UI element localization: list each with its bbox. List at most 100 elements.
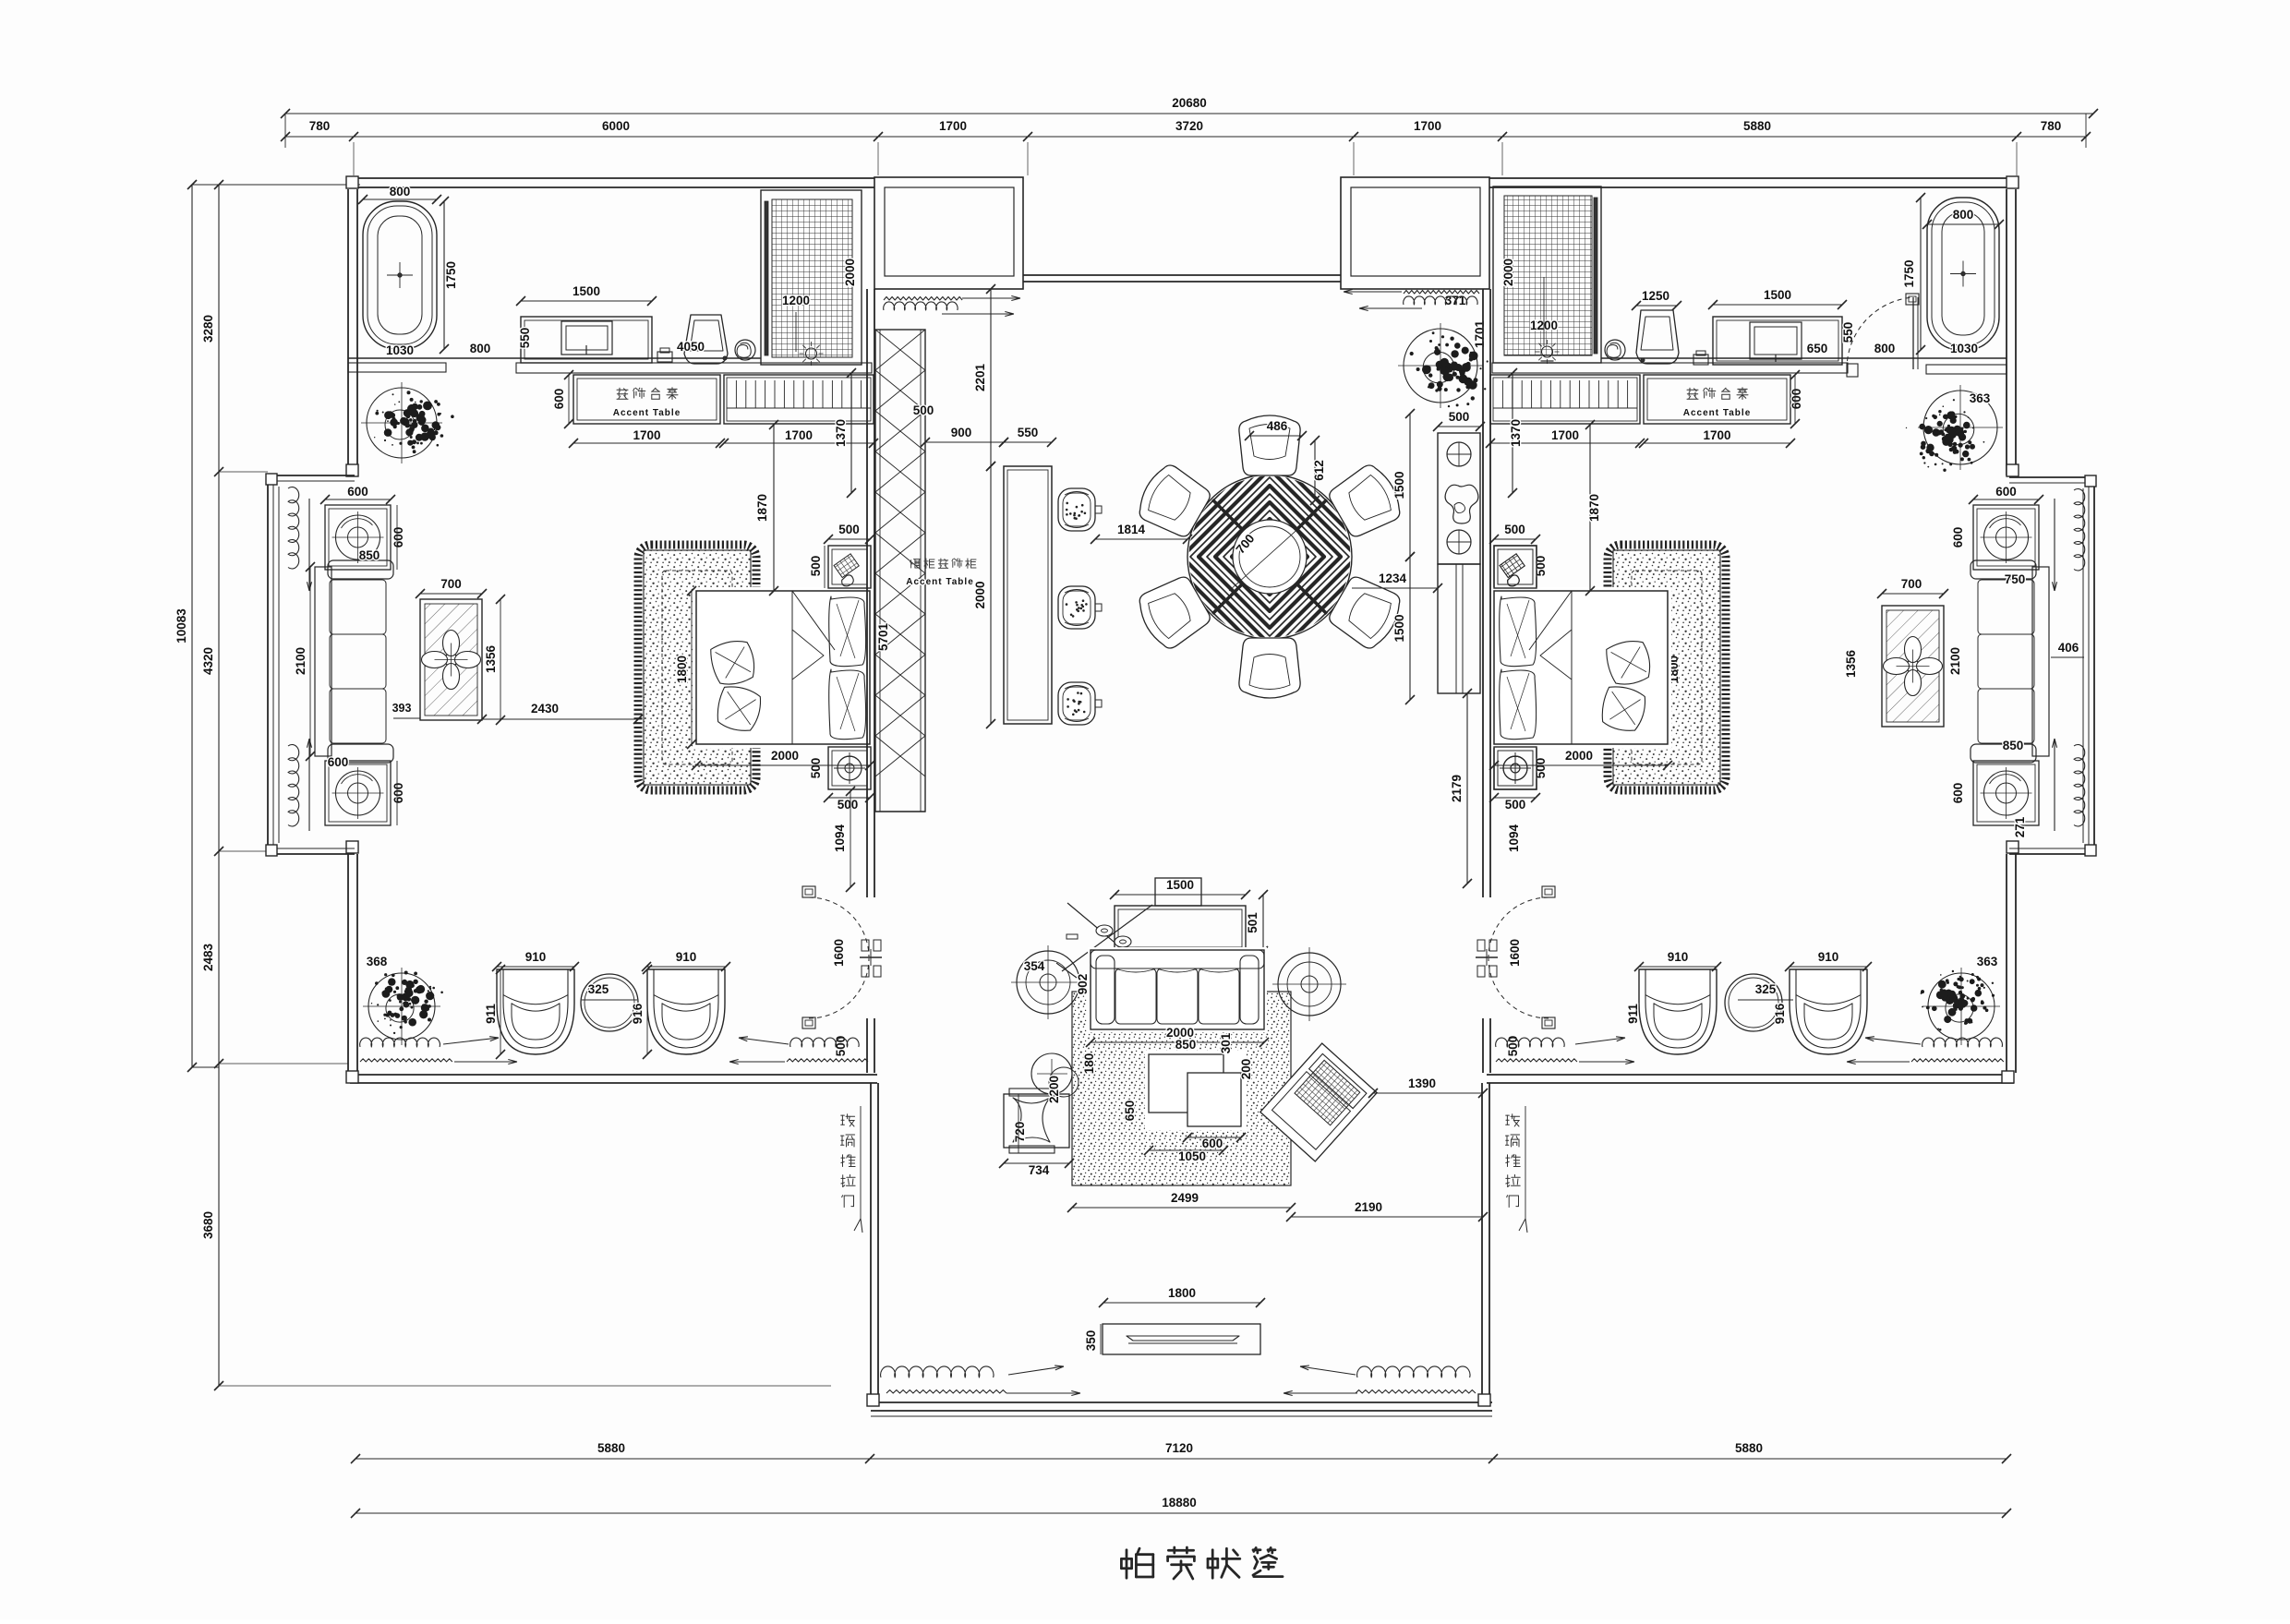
svg-text:368: 368 bbox=[367, 955, 388, 968]
svg-text:393: 393 bbox=[392, 702, 412, 715]
svg-text:902: 902 bbox=[1076, 974, 1090, 995]
svg-text:910: 910 bbox=[1818, 950, 1839, 964]
svg-text:2000: 2000 bbox=[1166, 1026, 1194, 1040]
svg-text:2000: 2000 bbox=[973, 581, 987, 608]
svg-text:363: 363 bbox=[1970, 391, 1991, 405]
svg-text:850: 850 bbox=[359, 548, 380, 562]
svg-text:900: 900 bbox=[951, 426, 972, 439]
svg-text:800: 800 bbox=[470, 342, 491, 355]
svg-text:550: 550 bbox=[1841, 322, 1855, 343]
svg-text:4050: 4050 bbox=[677, 340, 705, 354]
svg-text:2000: 2000 bbox=[771, 749, 799, 763]
svg-text:1700: 1700 bbox=[939, 119, 967, 133]
svg-text:1500: 1500 bbox=[572, 284, 600, 298]
svg-text:Accent Table: Accent Table bbox=[1683, 408, 1752, 418]
svg-text:1370: 1370 bbox=[1509, 419, 1523, 447]
svg-text:5880: 5880 bbox=[597, 1441, 625, 1455]
svg-text:650: 650 bbox=[1123, 1101, 1137, 1122]
svg-text:363: 363 bbox=[1977, 955, 1998, 968]
svg-text:2100: 2100 bbox=[1948, 647, 1962, 675]
svg-text:500: 500 bbox=[838, 798, 859, 812]
svg-text:5701: 5701 bbox=[876, 622, 890, 651]
svg-text:5880: 5880 bbox=[1735, 1441, 1763, 1455]
svg-text:1390: 1390 bbox=[1408, 1077, 1436, 1090]
svg-text:650: 650 bbox=[1807, 342, 1828, 355]
svg-text:500: 500 bbox=[809, 556, 823, 577]
svg-text:800: 800 bbox=[1953, 208, 1974, 222]
svg-text:501: 501 bbox=[1246, 912, 1260, 933]
svg-text:1050: 1050 bbox=[1178, 1149, 1206, 1163]
svg-text:486: 486 bbox=[1267, 419, 1288, 433]
svg-text:916: 916 bbox=[1773, 1003, 1787, 1024]
svg-text:1870: 1870 bbox=[1587, 494, 1601, 522]
svg-text:600: 600 bbox=[1202, 1137, 1223, 1150]
svg-text:500: 500 bbox=[913, 403, 934, 417]
svg-text:1094: 1094 bbox=[1507, 824, 1521, 852]
svg-text:600: 600 bbox=[1951, 527, 1965, 548]
svg-text:350: 350 bbox=[1084, 1330, 1098, 1352]
svg-text:1600: 1600 bbox=[1508, 939, 1522, 967]
svg-text:2100: 2100 bbox=[294, 647, 307, 675]
svg-text:700: 700 bbox=[440, 577, 462, 591]
svg-text:600: 600 bbox=[328, 755, 349, 769]
svg-text:1200: 1200 bbox=[782, 294, 810, 307]
svg-text:916: 916 bbox=[631, 1003, 645, 1024]
svg-text:911: 911 bbox=[484, 1004, 498, 1024]
svg-text:720: 720 bbox=[1013, 1122, 1027, 1143]
svg-text:600: 600 bbox=[1951, 783, 1965, 804]
svg-text:1700: 1700 bbox=[1414, 119, 1441, 133]
svg-text:500: 500 bbox=[809, 758, 823, 779]
svg-text:780: 780 bbox=[309, 119, 331, 133]
svg-text:600: 600 bbox=[1995, 485, 2017, 499]
svg-text:1701: 1701 bbox=[1473, 319, 1487, 348]
svg-text:600: 600 bbox=[347, 485, 368, 499]
svg-text:4320: 4320 bbox=[201, 647, 215, 675]
svg-text:700: 700 bbox=[1901, 577, 1922, 591]
svg-text:1030: 1030 bbox=[386, 343, 414, 357]
svg-text:3280: 3280 bbox=[201, 315, 215, 343]
svg-text:500: 500 bbox=[1506, 1036, 1520, 1057]
svg-text:Accent Table: Accent Table bbox=[906, 577, 974, 587]
svg-text:1814: 1814 bbox=[1117, 523, 1146, 536]
svg-text:3680: 3680 bbox=[201, 1211, 215, 1239]
svg-text:1700: 1700 bbox=[1551, 428, 1579, 442]
svg-text:1750: 1750 bbox=[1902, 259, 1916, 287]
svg-text:1094: 1094 bbox=[833, 824, 847, 852]
svg-text:2200: 2200 bbox=[1047, 1076, 1061, 1103]
svg-text:550: 550 bbox=[518, 328, 532, 349]
svg-text:6000: 6000 bbox=[602, 119, 630, 133]
svg-text:271: 271 bbox=[2013, 816, 2027, 837]
svg-text:600: 600 bbox=[552, 389, 566, 410]
svg-text:2483: 2483 bbox=[201, 943, 215, 971]
svg-text:1500: 1500 bbox=[1392, 471, 1406, 499]
svg-text:750: 750 bbox=[2005, 572, 2026, 586]
svg-text:200: 200 bbox=[1239, 1059, 1253, 1080]
svg-text:1870: 1870 bbox=[755, 494, 769, 522]
svg-text:3720: 3720 bbox=[1175, 119, 1203, 133]
svg-text:500: 500 bbox=[838, 523, 860, 536]
svg-text:1800: 1800 bbox=[1168, 1286, 1196, 1300]
svg-text:406: 406 bbox=[2058, 641, 2079, 655]
svg-text:911: 911 bbox=[1626, 1004, 1640, 1024]
svg-text:2499: 2499 bbox=[1171, 1191, 1199, 1205]
svg-text:850: 850 bbox=[2003, 739, 2024, 752]
svg-text:910: 910 bbox=[1668, 950, 1689, 964]
svg-text:612: 612 bbox=[1312, 460, 1326, 481]
svg-text:1500: 1500 bbox=[1392, 614, 1406, 642]
svg-text:180: 180 bbox=[1082, 1053, 1096, 1075]
svg-text:1356: 1356 bbox=[1844, 649, 1858, 678]
svg-text:20680: 20680 bbox=[1172, 96, 1207, 110]
svg-text:734: 734 bbox=[1029, 1163, 1050, 1177]
svg-text:910: 910 bbox=[676, 950, 697, 964]
svg-text:500: 500 bbox=[1504, 523, 1525, 536]
svg-text:2000: 2000 bbox=[843, 259, 857, 286]
svg-text:1356: 1356 bbox=[484, 644, 498, 673]
svg-text:2000: 2000 bbox=[1565, 749, 1593, 763]
svg-text:780: 780 bbox=[2041, 119, 2062, 133]
svg-text:7120: 7120 bbox=[1165, 1441, 1193, 1455]
svg-text:354: 354 bbox=[1024, 959, 1045, 973]
svg-text:910: 910 bbox=[525, 950, 547, 964]
svg-text:1700: 1700 bbox=[785, 428, 813, 442]
svg-text:800: 800 bbox=[1874, 342, 1896, 355]
svg-text:1500: 1500 bbox=[1166, 878, 1194, 892]
